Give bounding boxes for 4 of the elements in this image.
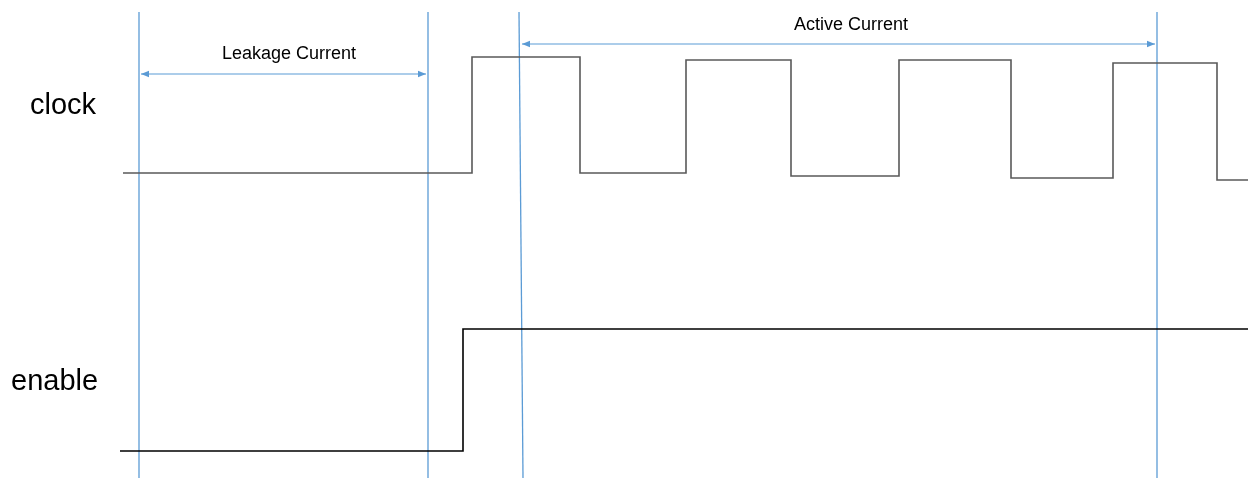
dimension-label: Leakage Current [221,44,357,62]
dimension-label: Active Current [794,15,908,33]
signal-label: clock [30,90,97,119]
signal-label: enable [11,366,99,395]
